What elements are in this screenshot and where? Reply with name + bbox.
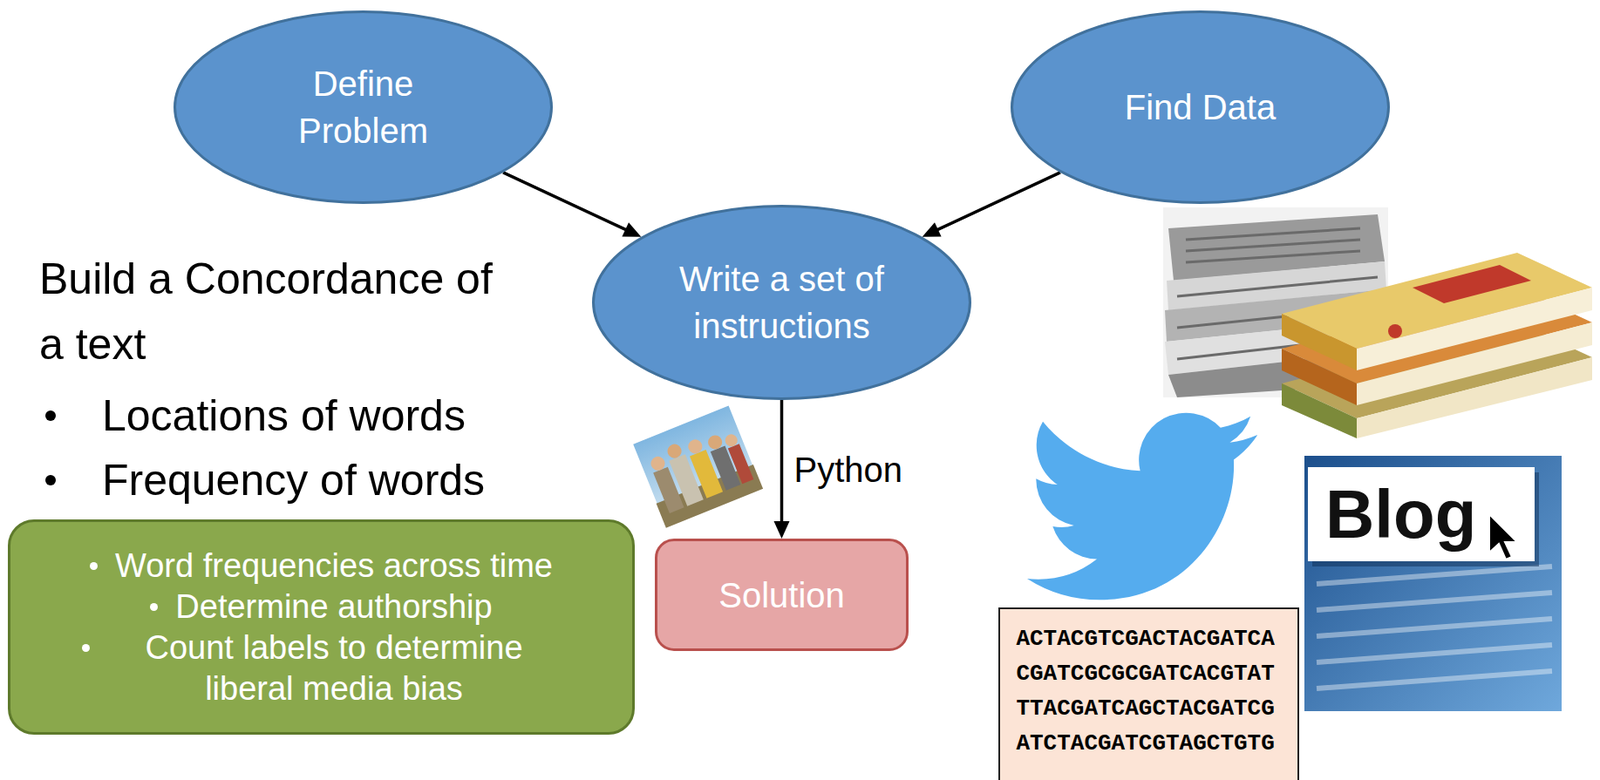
connector-line: [780, 400, 784, 524]
figure: [686, 437, 705, 457]
connector-arrow: [922, 172, 1061, 238]
connector-arrow: [774, 400, 790, 539]
photo-frame: [632, 404, 763, 528]
mouse-cursor: [1489, 514, 1518, 560]
dna-sequence-box: ACTACGTCGACTACGATCA CGATCGCGCGATCACGTAT …: [998, 607, 1300, 780]
figure: [723, 432, 740, 449]
node-inner: Solution: [657, 541, 906, 649]
picture-text: Blog: [1325, 476, 1477, 553]
node-inner: Define Problem: [173, 10, 553, 205]
faint-text-lines: [1316, 566, 1553, 689]
bullet-row: Determine authorship: [149, 586, 492, 628]
film-still-picture: [632, 404, 763, 528]
node-text: Word frequencies across time: [115, 545, 553, 587]
bullet-text-holder: Frequency of words: [39, 448, 485, 514]
blog-tab: [1307, 467, 1535, 562]
heading-text: Build a Concordance of a text: [39, 246, 515, 378]
bullet-dot: [81, 644, 90, 653]
edge-label: Python: [794, 449, 904, 491]
blog-picture: [1304, 456, 1562, 712]
node-inner: Write a set of instructions: [592, 204, 972, 401]
arrow-head: [774, 521, 790, 539]
node-content: Define Problem: [263, 60, 464, 155]
process-ellipse: Write a set of instructions: [592, 204, 972, 401]
figure: [648, 454, 668, 473]
figure: [706, 433, 725, 452]
book-stack-picture: [1281, 252, 1593, 439]
screen-ground: [1304, 456, 1562, 712]
node-text: Count labels to determine liberal media …: [107, 627, 561, 710]
process-ellipse: Define Problem: [173, 10, 553, 205]
bullet-dot: [89, 562, 98, 571]
book-ornament: [1412, 265, 1532, 304]
bullet-dot: [149, 603, 158, 612]
node-inner: Find Data: [1010, 10, 1390, 205]
ellipse-outline: [592, 204, 972, 401]
ellipse-shape: [1012, 12, 1389, 204]
arrow-head: [922, 222, 942, 238]
node-text: ACTACGTCGACTACGATCA CGATCGCGCGATCACGTAT …: [1015, 621, 1281, 762]
book-ornament: [1388, 324, 1403, 339]
figure: [728, 443, 754, 484]
node-content: Write a set of instructions: [651, 255, 913, 350]
node-text: Solution: [718, 573, 845, 618]
ellipse-shape: [593, 206, 971, 400]
connector-line: [936, 172, 1061, 231]
node-text: Write a set of instructions: [651, 255, 913, 350]
book-pages: [1356, 287, 1593, 371]
ellipse-shape: [175, 12, 552, 204]
node-content: ACTACGTCGACTACGATCA CGATCGCGCGATCACGTAT …: [1015, 621, 1281, 762]
bird-shape: [1027, 413, 1258, 601]
picture-text-holder: Blog: [1325, 476, 1477, 553]
knight-figures: [646, 421, 754, 514]
connector-arrow: [503, 172, 641, 238]
figure: [665, 442, 684, 461]
solution-box: Solution: [654, 538, 909, 652]
twitter-bird-picture: [1027, 413, 1258, 601]
book-spine: [1281, 313, 1357, 371]
ellipse-outline: [173, 10, 553, 205]
examples-box: Word frequencies across timeDetermine au…: [7, 519, 635, 736]
node-text: Determine authorship: [175, 586, 492, 628]
connector-line: [503, 172, 627, 231]
arrow-head: [621, 222, 641, 238]
bullet-row: Word frequencies across time: [89, 545, 553, 587]
node-inner: Word frequencies across timeDetermine au…: [10, 522, 633, 733]
node-inner: ACTACGTCGACTACGATCA CGATCGCGCGATCACGTAT …: [1000, 609, 1298, 780]
node-content: Find Data: [1124, 83, 1276, 131]
bullet-dot: [45, 475, 56, 486]
node-content: Solution: [718, 573, 845, 618]
bullet-row: Locations of words: [39, 383, 466, 450]
node-content: Word frequencies across timeDetermine au…: [81, 545, 561, 710]
process-ellipse: Find Data: [1010, 10, 1390, 205]
node-text: Find Data: [1124, 83, 1276, 131]
bullet-row: Count labels to determine liberal media …: [81, 627, 561, 710]
node-text: Define Problem: [263, 60, 464, 155]
heading-text-holder: Build a Concordance of a text: [39, 246, 515, 378]
bullet-text: Frequency of words: [102, 448, 485, 514]
bullet-dot: [45, 410, 56, 422]
bullet-text: Locations of words: [102, 383, 466, 450]
bullet-text-holder: Locations of words: [39, 383, 466, 450]
bullet-row: Frequency of words: [39, 448, 485, 514]
